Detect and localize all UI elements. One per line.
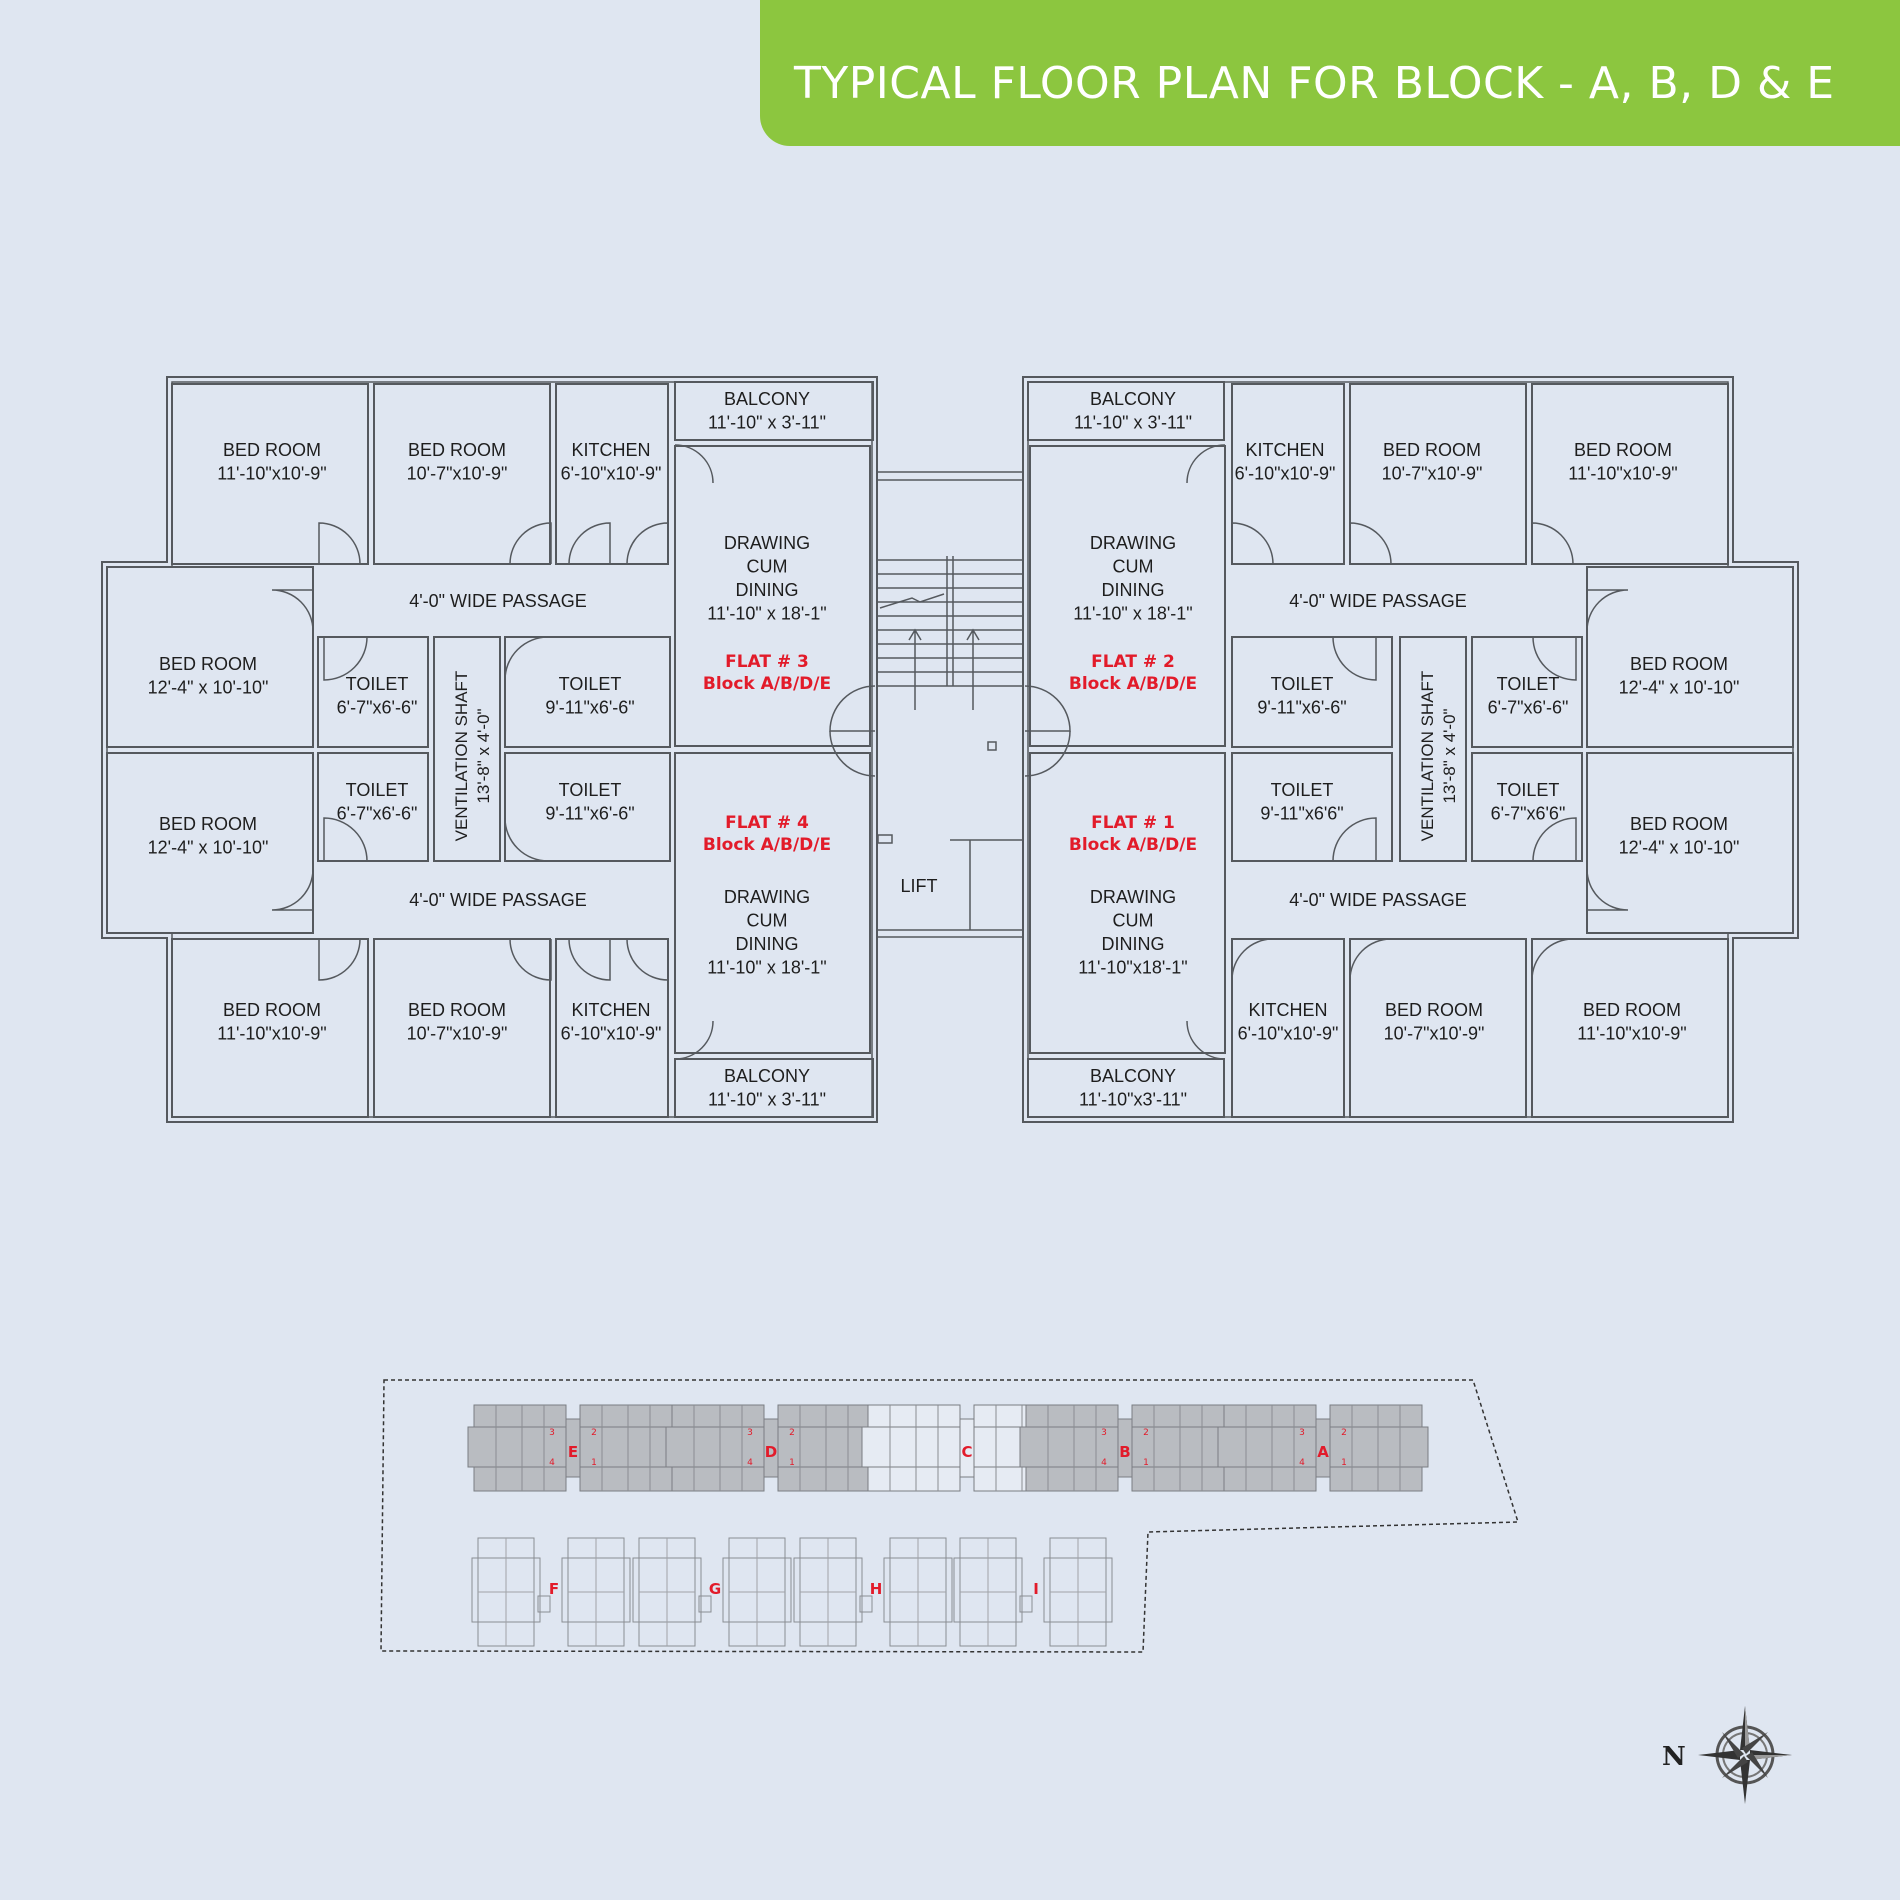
site-block-I: I [953, 1537, 1113, 1647]
compass-rose-icon [1660, 1700, 1800, 1810]
site-block-label: D [765, 1443, 777, 1461]
right-wing-outline [1022, 376, 1799, 1123]
site-block-label: I [1033, 1580, 1039, 1598]
top-block-row: E 3 2 4 1 D 3 2 4 1 C B 3 2 4 1 A 3 2 4 1 [467, 1404, 1429, 1492]
site-flat-number: 3 [1299, 1428, 1305, 1438]
stair-core [877, 471, 1024, 938]
site-block-E: E 3 2 4 1 [467, 1404, 679, 1492]
site-flat-number: 1 [1341, 1458, 1347, 1468]
site-flat-number: 4 [1299, 1458, 1305, 1468]
site-block-label: A [1317, 1443, 1329, 1461]
site-flat-number: 3 [549, 1428, 555, 1438]
title-banner: TYPICAL FLOOR PLAN FOR BLOCK - A, B, D &… [760, 0, 1900, 146]
room-label-r-pass1: 4'-0" WIDE PASSAGE [1289, 591, 1467, 611]
right-wing-rooms [1027, 381, 1794, 1118]
site-block-G: G [632, 1537, 792, 1647]
site-flat-number: 4 [747, 1458, 753, 1468]
site-flat-number: 1 [591, 1458, 597, 1468]
site-flat-number: 3 [1101, 1428, 1107, 1438]
site-flat-number: 1 [789, 1458, 795, 1468]
site-block-H: H [793, 1537, 953, 1647]
room-label-l-pass2: 4'-0" WIDE PASSAGE [409, 890, 587, 910]
site-flat-number: 4 [549, 1458, 555, 1468]
site-flat-number: 4 [1101, 1458, 1107, 1468]
room-label-l-pass1: 4'-0" WIDE PASSAGE [409, 591, 587, 611]
bottom-block-row: F G H I [471, 1537, 1113, 1647]
north-label: N [1662, 1742, 1686, 1772]
room-label-lift: LIFT [900, 876, 937, 896]
site-flat-number: 2 [1143, 1428, 1149, 1438]
room-label-r-pass2: 4'-0" WIDE PASSAGE [1289, 890, 1467, 910]
site-block-label: G [709, 1580, 721, 1598]
page-title: TYPICAL FLOOR PLAN FOR BLOCK - A, B, D &… [794, 58, 1835, 109]
site-block-A: A 3 2 4 1 [1217, 1404, 1429, 1492]
site-block-label: E [568, 1443, 578, 1461]
site-block-label: H [870, 1580, 883, 1598]
left-wing-outline [101, 376, 878, 1123]
site-block-label: F [549, 1580, 559, 1598]
left-wing-rooms [106, 381, 874, 1118]
site-block-label: C [961, 1443, 972, 1461]
site-block-D: D 3 2 4 1 [665, 1404, 877, 1492]
door-swings [271, 444, 1629, 1060]
site-flat-number: 2 [591, 1428, 597, 1438]
site-block-label: B [1119, 1443, 1130, 1461]
site-flat-number: 2 [1341, 1428, 1347, 1438]
site-block-B: B 3 2 4 1 [1019, 1404, 1231, 1492]
site-boundary [380, 1379, 1520, 1653]
site-flat-number: 1 [1143, 1458, 1149, 1468]
site-flat-number: 3 [747, 1428, 753, 1438]
site-block-F: F [471, 1537, 631, 1647]
site-flat-number: 2 [789, 1428, 795, 1438]
